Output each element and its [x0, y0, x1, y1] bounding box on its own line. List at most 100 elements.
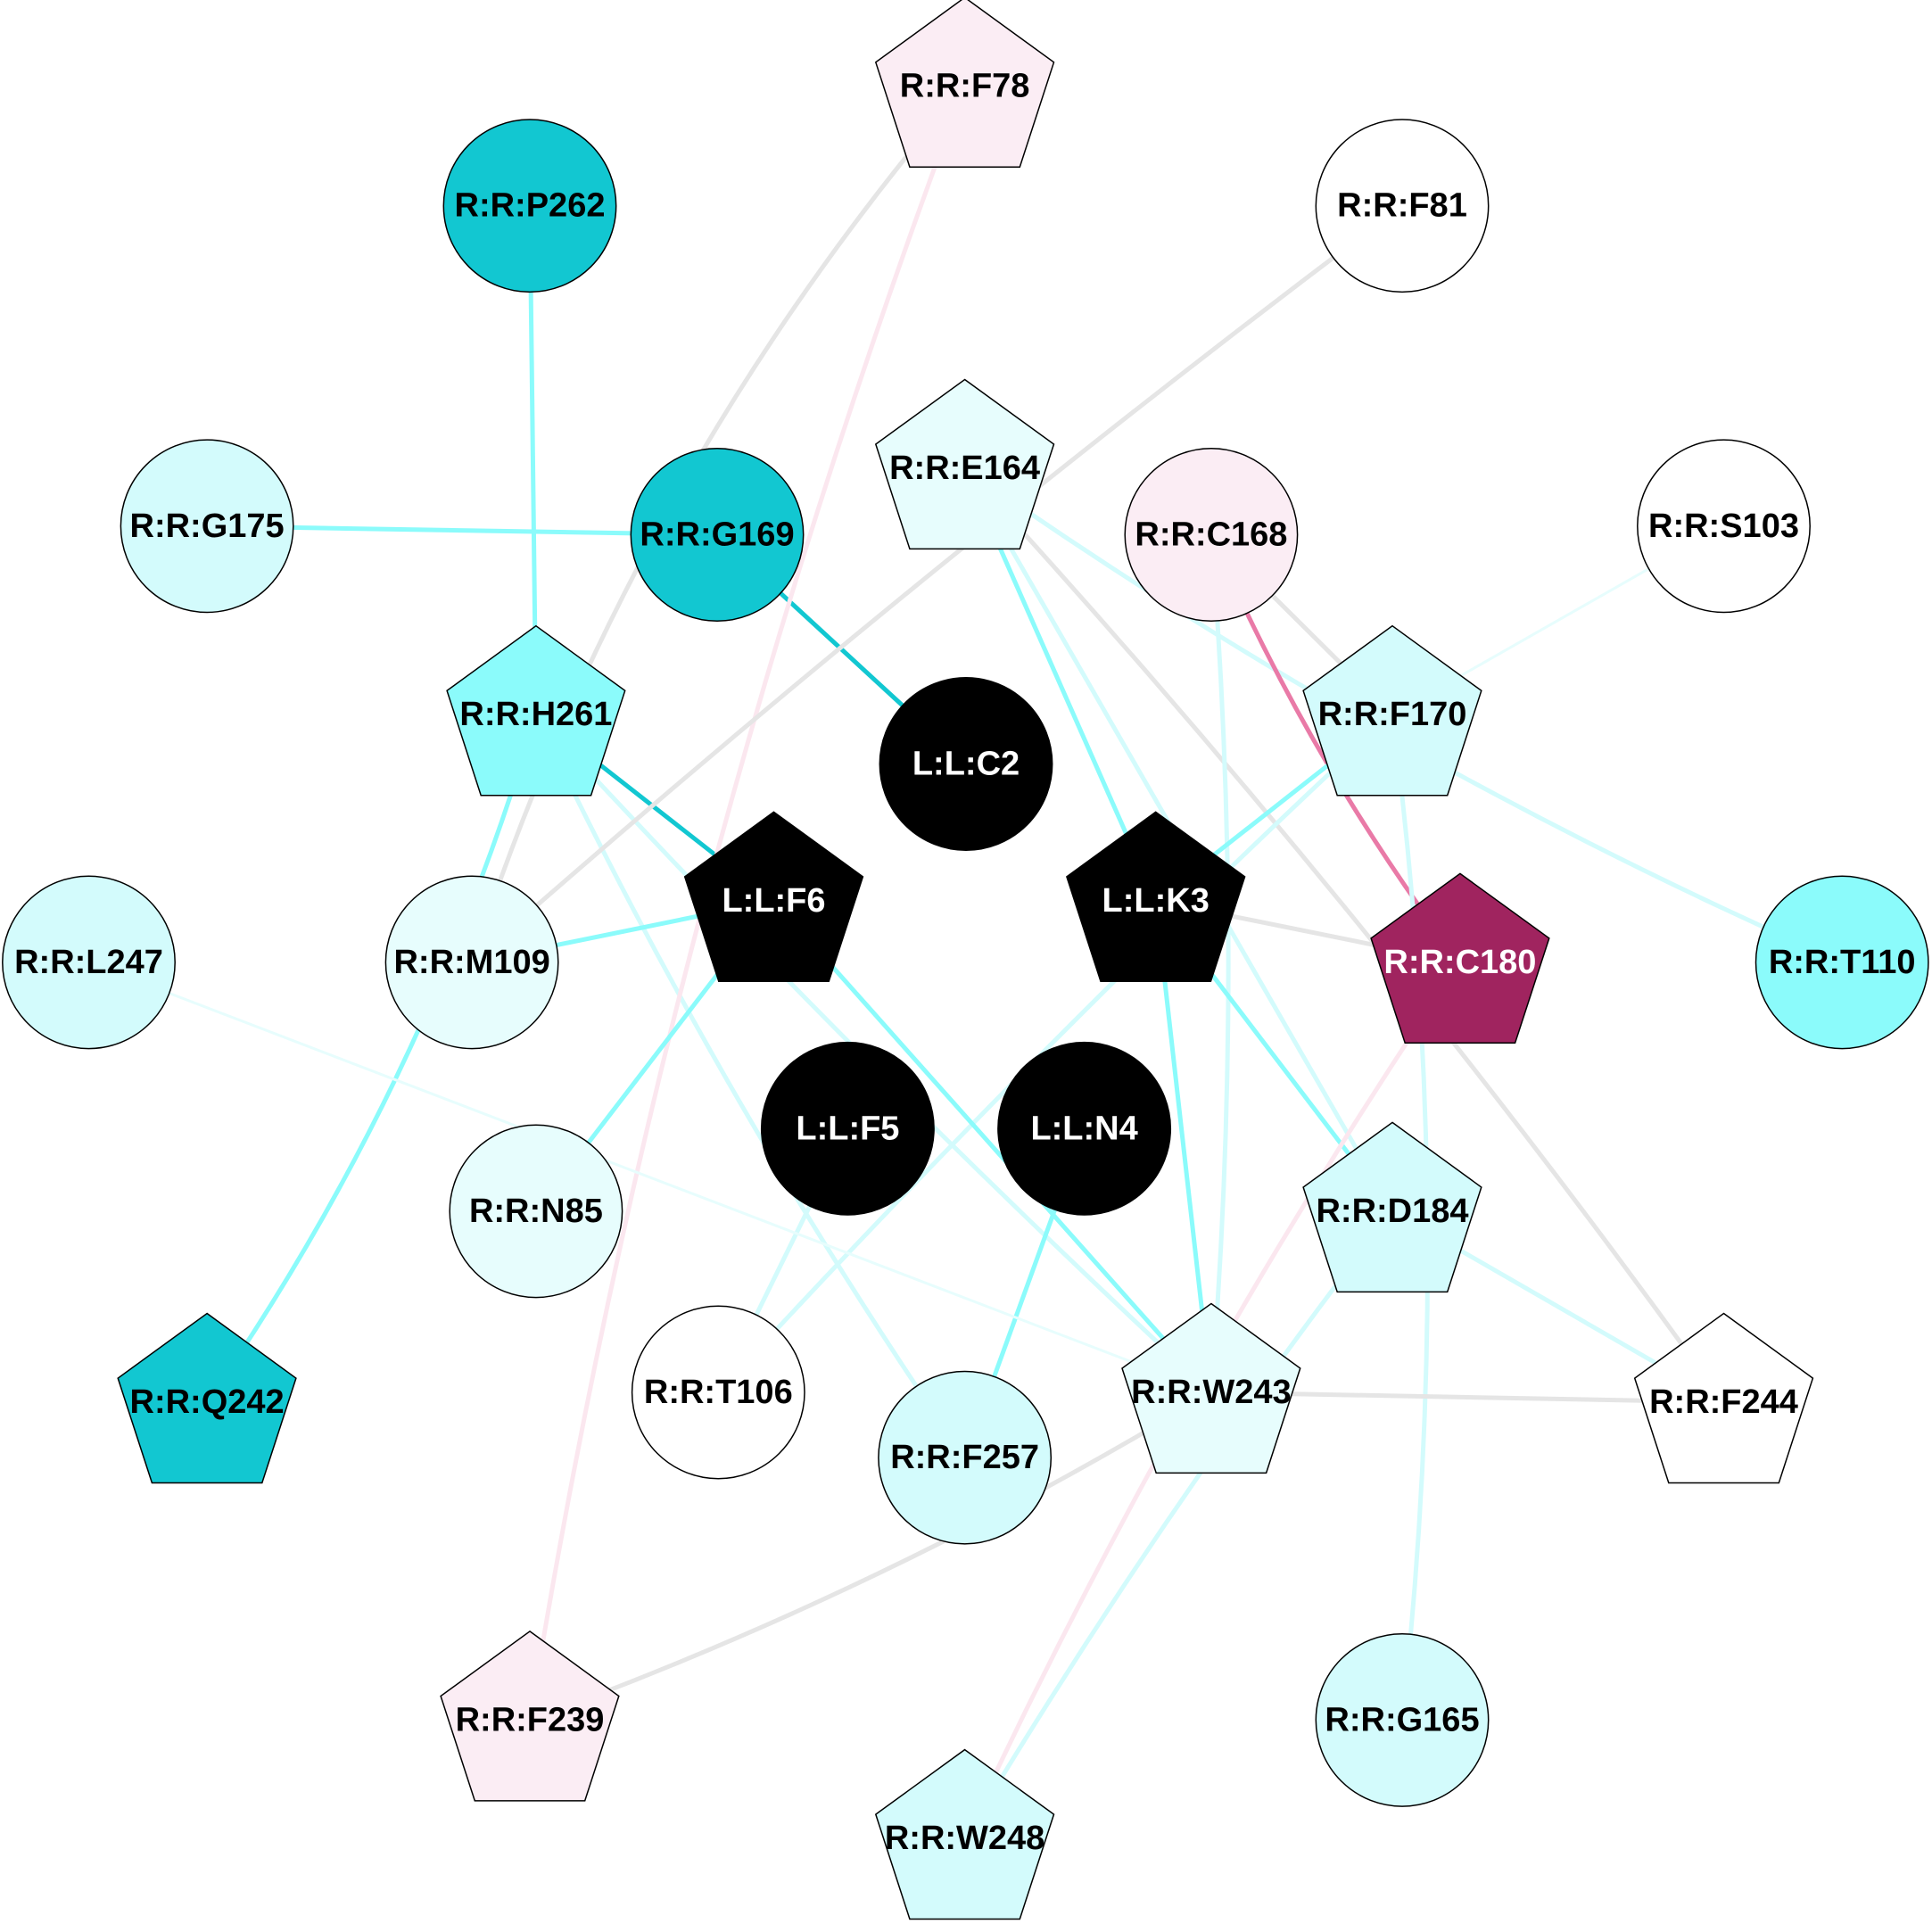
- node-s103[interactable]: R:R:S103: [1637, 439, 1811, 614]
- node-d184[interactable]: R:R:D184: [1302, 1121, 1482, 1293]
- node-circle-shape: [120, 439, 294, 614]
- node-circle-shape: [384, 875, 559, 1050]
- node-label: R:R:M109: [393, 944, 549, 981]
- node-c180[interactable]: R:R:C180: [1370, 872, 1550, 1044]
- node-w248[interactable]: R:R:W248: [874, 1748, 1055, 1920]
- node-f6[interactable]: L:L:F6: [683, 811, 864, 982]
- node-circle-shape: [878, 1370, 1053, 1545]
- edge-w243-f239: [529, 1390, 1213, 1722]
- node-label: L:L:F6: [722, 882, 825, 920]
- node-circle-shape: [442, 119, 617, 293]
- node-label: R:R:E164: [889, 450, 1040, 487]
- node-label: R:R:P262: [455, 187, 606, 225]
- node-f81[interactable]: R:R:F81: [1315, 119, 1490, 293]
- node-circle-shape: [449, 1124, 623, 1299]
- node-l247[interactable]: R:R:L247: [2, 875, 176, 1050]
- node-f170[interactable]: R:R:F170: [1302, 624, 1482, 797]
- edge-d184-w248: [962, 1210, 1394, 1840]
- node-label: R:R:F170: [1318, 696, 1467, 733]
- node-pentagon-shape: [117, 1312, 297, 1484]
- node-f5[interactable]: L:L:F5: [760, 1041, 935, 1216]
- node-circle-shape: [997, 1041, 1172, 1216]
- edge-h261-q242: [205, 714, 539, 1404]
- node-pentagon-shape: [440, 1630, 620, 1802]
- node-pentagon-shape: [1370, 872, 1550, 1044]
- node-label: R:R:L247: [14, 944, 163, 981]
- edge-f170-t106: [716, 713, 1394, 1394]
- node-c168[interactable]: R:R:C168: [1124, 448, 1299, 622]
- node-circle-shape: [760, 1041, 935, 1216]
- node-label: R:R:F81: [1337, 187, 1467, 225]
- node-label: R:R:N85: [469, 1193, 603, 1230]
- node-g175[interactable]: R:R:G175: [120, 439, 294, 614]
- node-label: L:L:N4: [1030, 1110, 1137, 1147]
- node-pentagon-shape: [1302, 624, 1482, 797]
- node-w243[interactable]: R:R:W243: [1121, 1302, 1301, 1474]
- node-circle-shape: [630, 448, 805, 622]
- edge-f6-w243: [772, 899, 1213, 1394]
- node-pentagon-shape: [874, 0, 1055, 168]
- node-pentagon-shape: [1121, 1302, 1301, 1474]
- edge-h261-f257: [533, 714, 967, 1459]
- node-g169[interactable]: R:R:G169: [630, 448, 805, 622]
- node-circle-shape: [1124, 448, 1299, 622]
- node-label: R:R:C168: [1135, 516, 1287, 554]
- edge-e164-f244: [962, 466, 1726, 1404]
- node-m109[interactable]: R:R:M109: [384, 875, 559, 1050]
- node-label: R:R:G175: [130, 508, 285, 545]
- node-pentagon-shape: [446, 624, 626, 797]
- node-f244[interactable]: R:R:F244: [1633, 1312, 1814, 1484]
- node-label: R:R:W248: [885, 1820, 1044, 1857]
- node-p262[interactable]: R:R:P262: [442, 119, 617, 293]
- node-label: R:R:S103: [1648, 508, 1799, 545]
- node-label: L:L:K3: [1102, 882, 1210, 920]
- node-label: R:R:F244: [1649, 1383, 1798, 1421]
- node-circle-shape: [2, 875, 176, 1050]
- node-pentagon-shape: [1066, 811, 1246, 982]
- node-q242[interactable]: R:R:Q242: [117, 1312, 297, 1484]
- node-k3[interactable]: L:L:K3: [1066, 811, 1246, 982]
- edge-l247-w243: [87, 961, 1212, 1394]
- node-label: R:R:C180: [1383, 944, 1536, 981]
- node-circle-shape: [1637, 439, 1811, 614]
- node-pentagon-shape: [683, 811, 864, 982]
- node-label: L:L:F5: [796, 1110, 899, 1147]
- edge-c168-w243: [1209, 534, 1231, 1393]
- node-label: L:L:C2: [912, 746, 1020, 783]
- node-t110[interactable]: R:R:T110: [1754, 875, 1929, 1050]
- node-circle-shape: [879, 677, 1053, 851]
- node-pentagon-shape: [874, 378, 1055, 550]
- node-circle-shape: [631, 1305, 805, 1480]
- node-h261[interactable]: R:R:H261: [446, 624, 626, 797]
- node-label: R:R:W243: [1131, 1374, 1291, 1411]
- node-pentagon-shape: [1633, 1312, 1814, 1484]
- node-c2[interactable]: L:L:C2: [879, 677, 1053, 851]
- node-circle-shape: [1315, 1632, 1490, 1807]
- node-label: R:R:F257: [890, 1439, 1039, 1476]
- node-label: R:R:T110: [1769, 944, 1916, 981]
- edge-f81-m109: [470, 203, 1404, 964]
- node-n4[interactable]: L:L:N4: [997, 1041, 1172, 1216]
- node-label: R:R:G165: [1325, 1701, 1479, 1738]
- node-label: R:R:F239: [456, 1701, 605, 1738]
- node-circle-shape: [1315, 119, 1490, 293]
- node-n85[interactable]: R:R:N85: [449, 1124, 623, 1299]
- edge-layer: [87, 85, 1844, 1840]
- node-label: R:R:T106: [644, 1374, 793, 1411]
- node-pentagon-shape: [1302, 1121, 1482, 1293]
- node-label: R:R:Q242: [130, 1383, 285, 1421]
- node-f257[interactable]: R:R:F257: [878, 1370, 1053, 1545]
- node-e164[interactable]: R:R:E164: [874, 378, 1055, 550]
- node-f239[interactable]: R:R:F239: [440, 1630, 620, 1802]
- node-label: R:R:H261: [459, 696, 612, 733]
- node-label: R:R:G169: [640, 516, 794, 554]
- node-label: R:R:F78: [900, 68, 1030, 105]
- node-t106[interactable]: R:R:T106: [631, 1305, 805, 1480]
- node-label: R:R:D184: [1316, 1193, 1468, 1230]
- node-pentagon-shape: [874, 1748, 1055, 1920]
- node-f78[interactable]: R:R:F78: [874, 0, 1055, 168]
- node-circle-shape: [1754, 875, 1929, 1050]
- node-g165[interactable]: R:R:G165: [1315, 1632, 1490, 1807]
